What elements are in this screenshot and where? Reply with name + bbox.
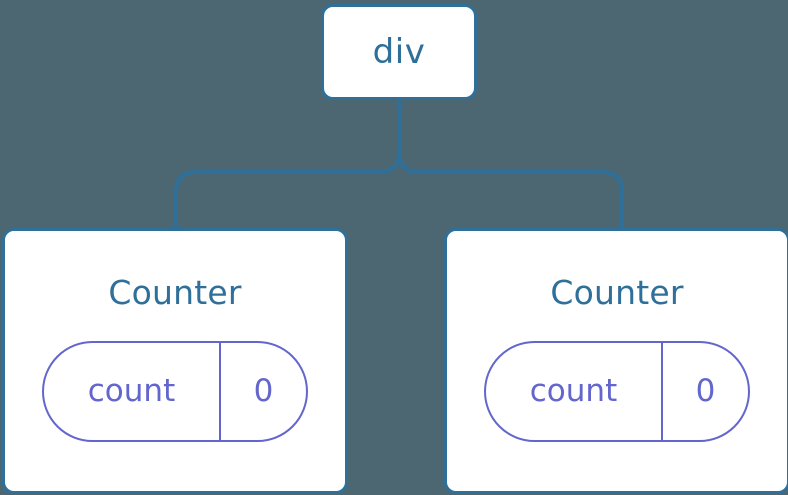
state-value-left: 0 [253,373,274,409]
node-root-div[interactable]: div [321,4,477,100]
state-key-left: count [44,343,221,440]
node-counter-right-title: Counter [550,273,684,312]
state-pill-left[interactable]: count 0 [42,341,308,442]
state-key-right: count [486,343,663,440]
node-counter-right[interactable]: Counter count 0 [444,228,788,494]
state-value-right: 0 [695,373,716,409]
node-root-label: div [372,32,426,72]
node-counter-left[interactable]: Counter count 0 [2,228,348,494]
edge-root-to-left-child [174,99,401,231]
state-pill-right[interactable]: count 0 [484,341,750,442]
edge-root-to-right-child [397,99,624,231]
node-counter-left-title: Counter [108,273,242,312]
